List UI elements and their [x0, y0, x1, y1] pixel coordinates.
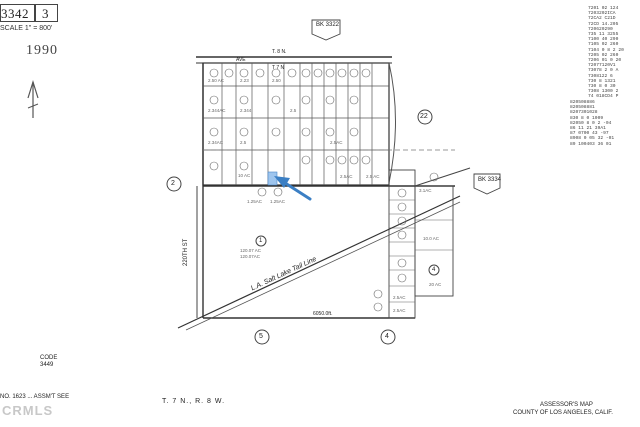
revision-list-a: 7201 02 124 7203202ICA 72CA2 C21D 72CD 1… — [588, 6, 624, 100]
revision-entry: 7100 40 290 — [588, 37, 619, 43]
svg-text:2.50: 2.50 — [272, 78, 281, 83]
revision-entry: 820508886 — [570, 100, 595, 105]
street-label: 220TH ST — [183, 238, 189, 266]
section-number-5: 5 — [259, 333, 263, 340]
revision-entry: 7308122 6 — [588, 73, 613, 79]
svg-text:2.50 AC: 2.50 AC — [208, 78, 225, 83]
revision-entry: 7201 02 124 — [588, 6, 619, 11]
revision-entry: 89 100403 36 01 — [570, 141, 612, 147]
revision-entry: 7206 01 0 20 — [588, 58, 622, 64]
revision-entry: 72CA2 C21D — [588, 16, 616, 22]
revision-entry: 730 8 1321 — [588, 78, 616, 84]
revision-entry: 7205 02 260 — [588, 52, 619, 58]
svg-text:1.25AC: 1.25AC — [247, 199, 263, 204]
svg-text:2.5: 2.5 — [240, 140, 247, 145]
revision-entry: 8908 0 05 32 -01 — [570, 136, 615, 142]
svg-text:2.5AC: 2.5AC — [340, 174, 353, 179]
township-inner-label: T 7 N — [272, 65, 285, 71]
svg-text:3.1AC: 3.1AC — [419, 188, 432, 193]
svg-text:2.344AC: 2.344AC — [208, 108, 226, 113]
bottom-left-note: NO. 1623 ... ASSM'T SEE — [0, 394, 70, 400]
scale-label: SCALE 1" = 800' — [0, 25, 53, 32]
year-label: 1990 — [26, 43, 58, 58]
revision-entry: 7308 1300 2 — [588, 89, 619, 95]
revision-entry: 72CD 14.205 — [588, 21, 619, 27]
svg-text:120.07 AC: 120.07 AC — [240, 248, 262, 253]
revision-entry: 87 0700 43 -97 — [570, 131, 609, 137]
book-top-label: BK 3322 — [316, 22, 340, 28]
revision-entry: 730 8 0 30 — [588, 84, 616, 90]
book-right-label: BK 3334 — [478, 177, 502, 183]
north-arrow-icon — [27, 79, 39, 118]
sheet-number: 3 — [42, 6, 49, 21]
county-label: COUNTY OF LOS ANGELES, CALIF. — [513, 410, 613, 416]
revision-entry: 86 11 21 39A1 — [570, 126, 606, 132]
revision-entry: 7104 0 8 2 20 — [588, 47, 624, 53]
svg-text:2.5AC: 2.5AC — [393, 308, 406, 313]
svg-text:1.25AC: 1.25AC — [270, 199, 286, 204]
svg-text:10.0 AC: 10.0 AC — [423, 236, 440, 241]
revision-entry: 820508881 — [570, 105, 595, 111]
township-range: T. 7 N., R. 8 W. — [162, 398, 226, 405]
revision-entry: 7203202ICA — [588, 11, 616, 17]
svg-text:2.23: 2.23 — [240, 78, 249, 83]
revision-entry: 73078 2 0 A — [588, 68, 619, 74]
map-number-box — [0, 4, 36, 22]
svg-text:2.5 AC: 2.5 AC — [366, 174, 380, 179]
revision-entry: 72077120V1 — [588, 63, 616, 69]
township-label: T. 8 N. — [272, 49, 287, 55]
map-number: 3342 — [1, 6, 29, 21]
section-number-22: 22 — [420, 113, 428, 120]
svg-text:2.34AC: 2.34AC — [208, 140, 224, 145]
code-value: 3449 — [40, 362, 54, 368]
revision-entry: 7105 02 260 — [588, 42, 619, 48]
parcel-number-4: 4 — [432, 267, 436, 273]
assessor-title: ASSESSOR'S MAP — [540, 402, 593, 408]
sheet-box — [34, 4, 58, 22]
revision-entry: 82050 8 0 2 -04 — [570, 120, 612, 126]
revision-entry: 74 018CD4 P — [588, 94, 619, 100]
watermark: CRMLS — [2, 403, 54, 418]
svg-text:2.5AC: 2.5AC — [330, 140, 343, 145]
revision-entry: 735 11 3255 — [588, 32, 619, 38]
parcel-number-1: 1 — [259, 238, 263, 244]
revision-entry: 720620290 — [588, 26, 613, 32]
code-label: CODE — [40, 355, 58, 361]
bottom-dimension: 6050.0ft. — [313, 311, 333, 317]
svg-text:2.5: 2.5 — [290, 108, 297, 113]
section-number-2: 2 — [171, 180, 175, 187]
svg-text:10 AC: 10 AC — [238, 173, 251, 178]
svg-text:2.344: 2.344 — [240, 108, 252, 113]
svg-text:20 AC: 20 AC — [429, 282, 442, 287]
section-number-4: 4 — [385, 333, 389, 340]
svg-text:2.5AC: 2.5AC — [393, 295, 406, 300]
revision-entry: 8207301028 — [570, 110, 598, 116]
svg-text:120.07AC: 120.07AC — [240, 254, 261, 259]
ave-label: AVE — [236, 57, 246, 63]
revision-list-b: 820508886 820508881 8207301028 830 8 0 1… — [570, 100, 614, 147]
revision-entry: 830 8 0 1009 — [570, 115, 604, 121]
